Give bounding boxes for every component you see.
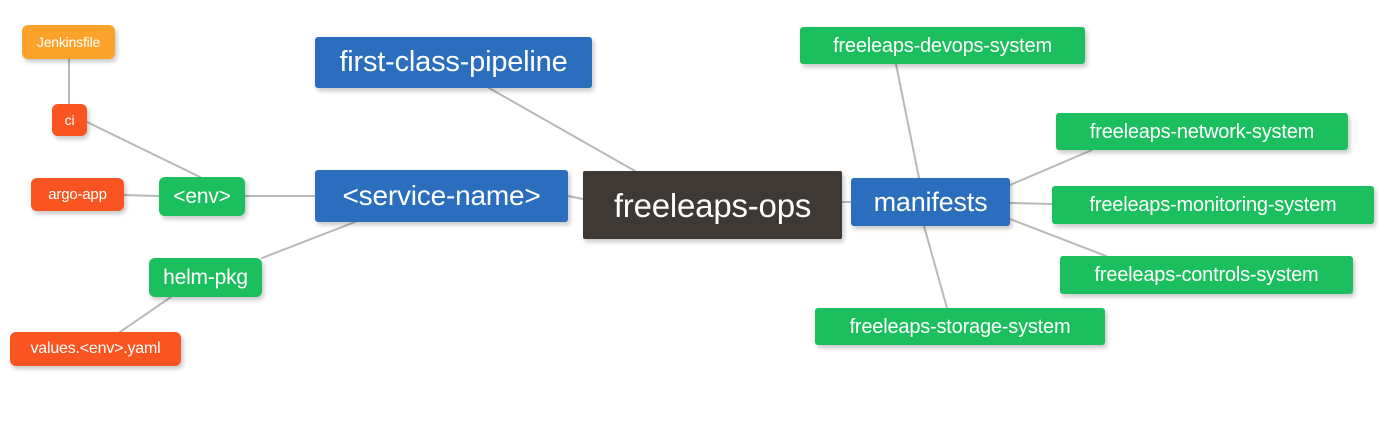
node-freeleaps-ops[interactable]: freeleaps-ops [583,171,842,239]
node-label: helm-pkg [163,266,248,289]
node-label: freeleaps-ops [613,186,812,224]
edge-helm-pkg-to-values-yaml [119,296,172,333]
node-network-system[interactable]: freeleaps-network-system [1056,113,1348,150]
node-label: Jenkinsfile [36,34,101,50]
node-label: freeleaps-monitoring-system [1089,194,1337,216]
node-label: argo-app [48,186,107,203]
node-env[interactable]: <env> [159,177,245,216]
edge-service-name-to-freeleaps-ops [567,195,584,200]
edge-manifests-to-controls-system [1009,218,1107,257]
node-values-yaml[interactable]: values.<env>.yaml [10,332,181,366]
node-label: manifests [873,186,988,217]
node-jenkinsfile[interactable]: Jenkinsfile [22,25,115,59]
edge-first-class-pipeline-to-freeleaps-ops [488,87,636,172]
edge-ci-to-env [86,121,201,178]
node-monitoring-system[interactable]: freeleaps-monitoring-system [1052,186,1374,224]
node-first-class-pipeline[interactable]: first-class-pipeline [315,37,592,88]
node-controls-system[interactable]: freeleaps-controls-system [1060,256,1353,294]
node-label: ci [64,112,75,128]
node-service-name[interactable]: <service-name> [315,170,568,222]
node-storage-system[interactable]: freeleaps-storage-system [815,308,1105,345]
node-label: <env> [173,185,231,208]
node-manifests[interactable]: manifests [851,178,1010,226]
edge-manifests-to-network-system [1009,149,1093,186]
node-ci[interactable]: ci [52,104,87,136]
node-label: freeleaps-controls-system [1094,264,1319,286]
node-label: freeleaps-storage-system [849,315,1071,338]
node-devops-system[interactable]: freeleaps-devops-system [800,27,1085,64]
node-label: <service-name> [342,180,541,211]
node-argo-app[interactable]: argo-app [31,178,124,211]
node-label: values.<env>.yaml [30,340,161,357]
node-label: first-class-pipeline [339,46,568,78]
node-label: freeleaps-devops-system [833,34,1052,57]
node-label: freeleaps-network-system [1089,120,1315,143]
edge-manifests-to-monitoring-system [1009,202,1053,205]
node-helm-pkg[interactable]: helm-pkg [149,258,262,297]
edge-argo-app-to-env [123,194,160,197]
edge-service-name-to-helm-pkg [261,221,356,259]
edge-manifests-to-storage-system [923,225,948,309]
edge-manifests-to-devops-system [895,63,920,179]
